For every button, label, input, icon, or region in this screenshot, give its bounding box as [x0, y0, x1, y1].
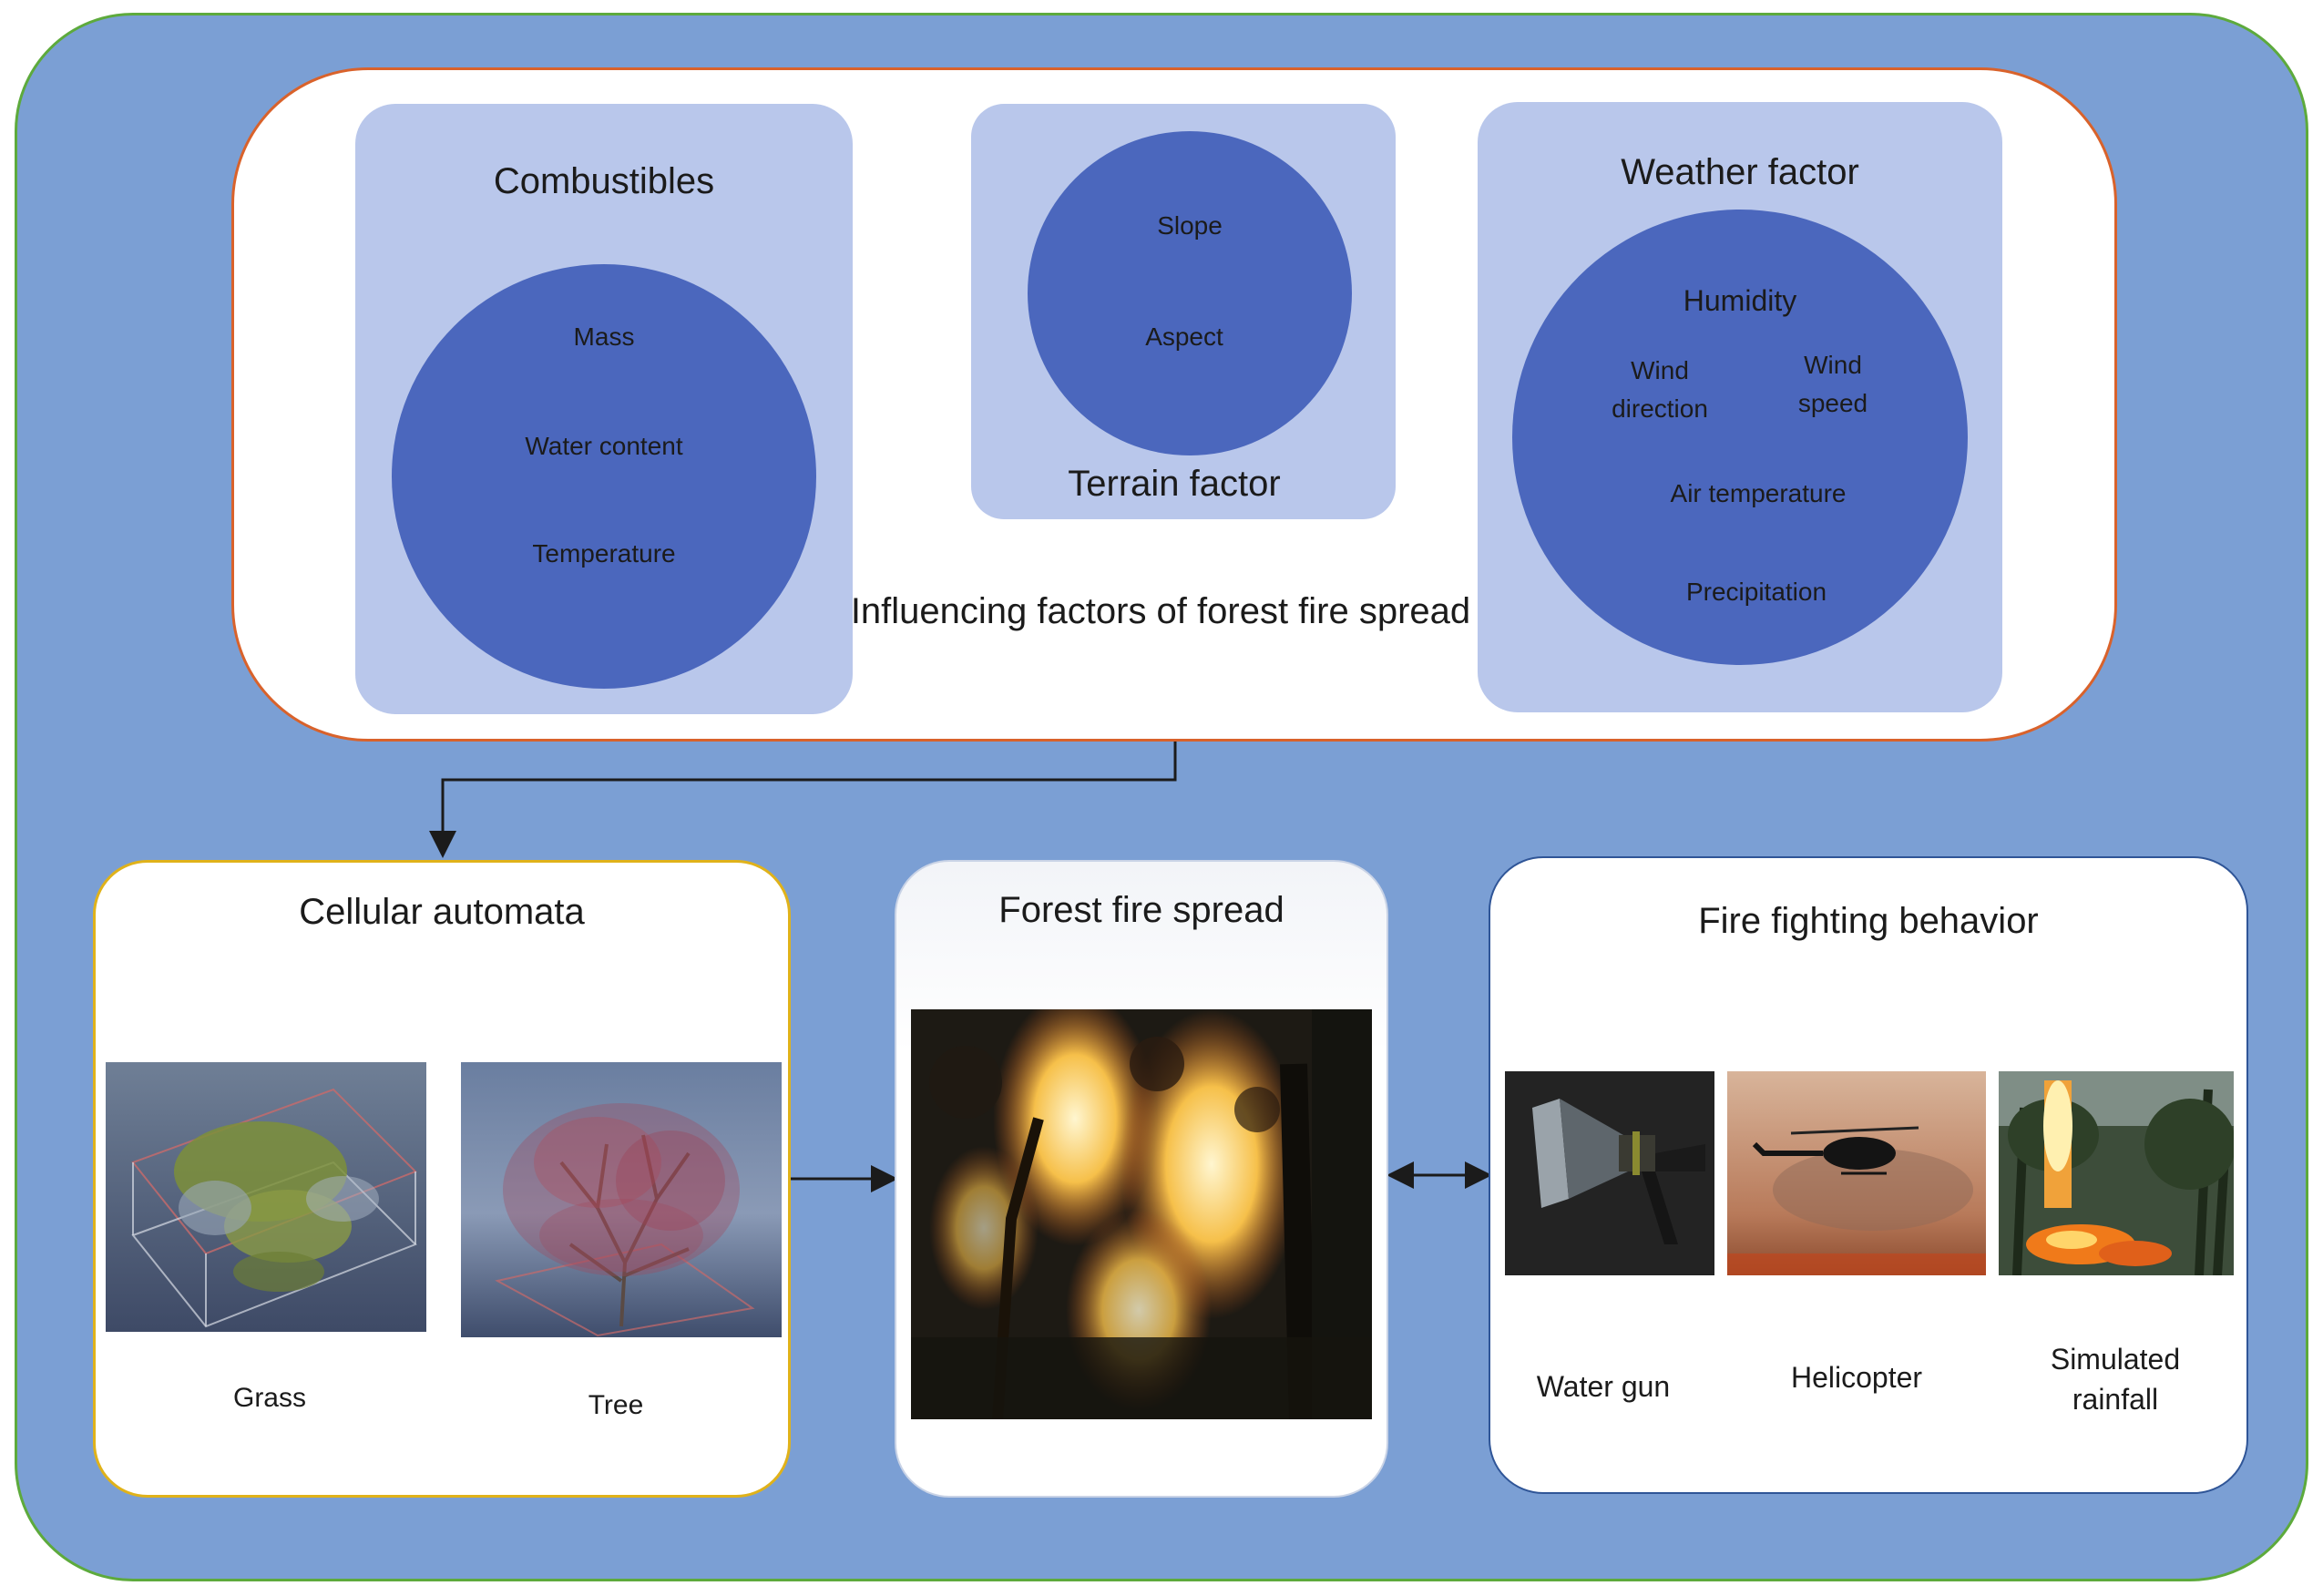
simulated-rainfall-label: Simulated rainfall	[2050, 1343, 2181, 1416]
helicopter-image	[1727, 1071, 1986, 1275]
water-gun-image	[1505, 1071, 1714, 1275]
tree-image	[461, 1062, 782, 1337]
terrain-item-aspect: Aspect	[1145, 322, 1223, 351]
grass-label: Grass	[232, 1383, 306, 1413]
weather-item-humidity: Humidity	[1683, 284, 1797, 317]
water-gun-label: Water gun	[1536, 1370, 1671, 1403]
tree-label: Tree	[588, 1390, 644, 1420]
grass-image	[106, 1062, 426, 1332]
helicopter-label: Helicopter	[1790, 1361, 1923, 1394]
combustible-item-water-content: Water content	[525, 432, 683, 460]
arrow-factors-to-cellular	[429, 742, 1177, 858]
weather-item-wind-speed: Wind speed	[1797, 351, 1868, 417]
weather-title: Weather factor	[1621, 152, 1859, 192]
cellular-automata-title: Cellular automata	[299, 892, 585, 932]
forest-fire-image	[911, 1009, 1372, 1419]
weather-item-precipitation: Precipitation	[1685, 578, 1827, 606]
combustibles-title: Combustibles	[493, 161, 715, 201]
weather-item-air-temperature: Air temperature	[1670, 479, 1847, 507]
combustible-item-temperature: Temperature	[532, 539, 676, 568]
combustible-item-mass: Mass	[573, 322, 635, 351]
forest-fire-spread-title: Forest fire spread	[998, 890, 1284, 930]
terrain-item-slope: Slope	[1157, 211, 1223, 240]
weather-circle	[1512, 210, 1968, 665]
terrain-circle	[1028, 131, 1352, 455]
influencing-factors-caption: Influencing factors of forest fire sprea…	[850, 591, 1471, 631]
terrain-title: Terrain factor	[1068, 464, 1281, 504]
simulated-rainfall-image	[1999, 1071, 2234, 1275]
combustibles-circle	[392, 264, 816, 689]
fire-fighting-title: Fire fighting behavior	[1698, 901, 2039, 941]
weather-item-wind-direction: Wind direction	[1612, 356, 1708, 423]
